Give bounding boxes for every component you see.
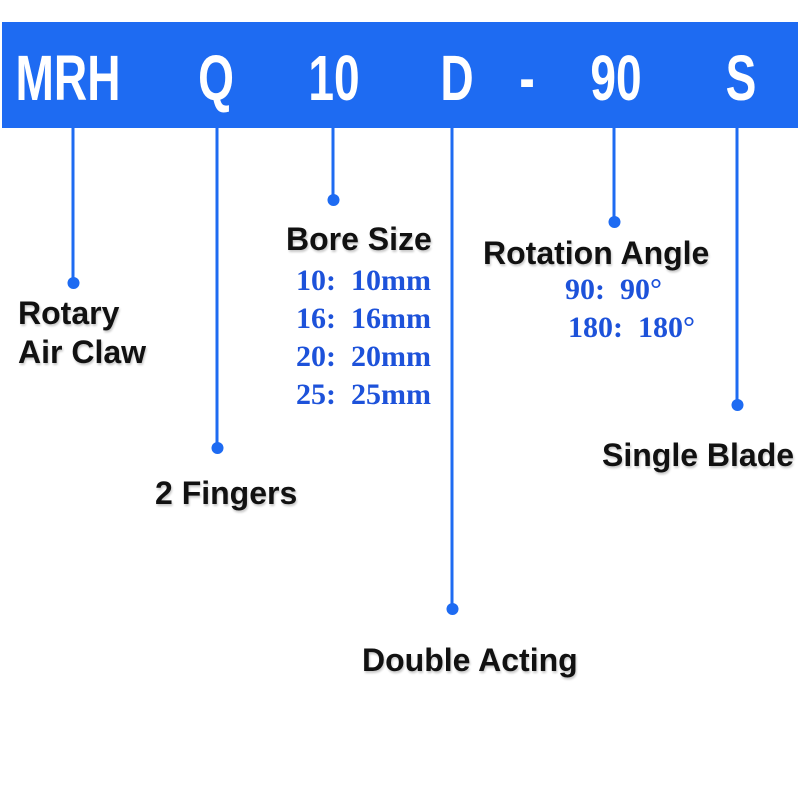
label-single-blade: Single Blade	[602, 437, 795, 473]
callout-line-single	[731, 128, 743, 411]
line-endpoint-dot	[731, 399, 743, 411]
code-segment-rotation: 90	[590, 42, 642, 114]
code-segment-fingers: Q	[198, 42, 234, 114]
line-endpoint-dot	[67, 277, 79, 289]
callout-line-double	[446, 128, 458, 615]
code-segment-series: MRH	[15, 42, 121, 114]
code-segment-dash: -	[519, 42, 535, 114]
callout-line-fingers	[211, 128, 223, 454]
bore-size-option: 20: 20mm	[296, 340, 431, 373]
label-rotary-line2: Air Claw	[18, 334, 147, 370]
label-2-fingers: 2 Fingers	[155, 475, 298, 511]
line-endpoint-dot	[327, 194, 339, 206]
label-double-acting: Double Acting	[362, 642, 578, 678]
rotation-angle-option: 90: 90°	[565, 273, 662, 306]
line-endpoint-dot	[446, 603, 458, 615]
rotation-angle-option: 180: 180°	[568, 311, 695, 344]
bore-size-option: 10: 10mm	[296, 264, 431, 297]
callout-line-rotation	[608, 128, 620, 228]
bore-size-option: 25: 25mm	[296, 378, 431, 411]
bore-size-title: Bore Size	[286, 221, 432, 257]
line-endpoint-dot	[211, 442, 223, 454]
code-segment-blade: S	[725, 42, 757, 114]
label-rotary-line1: Rotary	[18, 295, 120, 331]
callout-line-bore	[327, 128, 339, 206]
label-rotary-air-claw: Rotary Air Claw	[18, 294, 146, 372]
model-code-bar: MRH Q 10 D - 90 S	[2, 22, 798, 128]
code-segment-acting: D	[440, 42, 474, 114]
bore-size-option: 16: 16mm	[296, 302, 431, 335]
line-endpoint-dot	[608, 216, 620, 228]
code-segment-bore: 10	[308, 42, 360, 114]
rotation-angle-title: Rotation Angle	[483, 235, 710, 271]
callout-line-rotary	[67, 128, 79, 289]
